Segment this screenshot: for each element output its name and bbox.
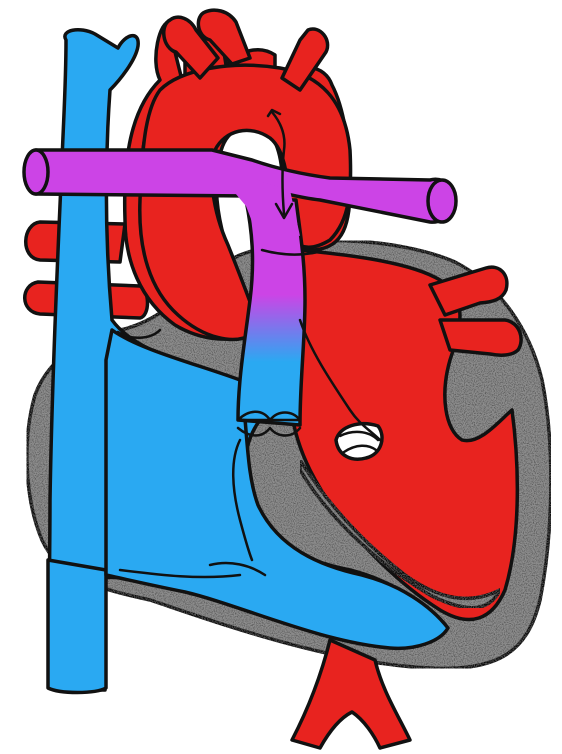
pulmonary-vein-lower [440, 320, 521, 355]
valve-icon-aortic [336, 424, 382, 460]
inferior-vena-cava [48, 560, 106, 693]
pulmonary-artery-left-end [24, 150, 48, 194]
pulmonary-artery-right-end [428, 180, 456, 222]
